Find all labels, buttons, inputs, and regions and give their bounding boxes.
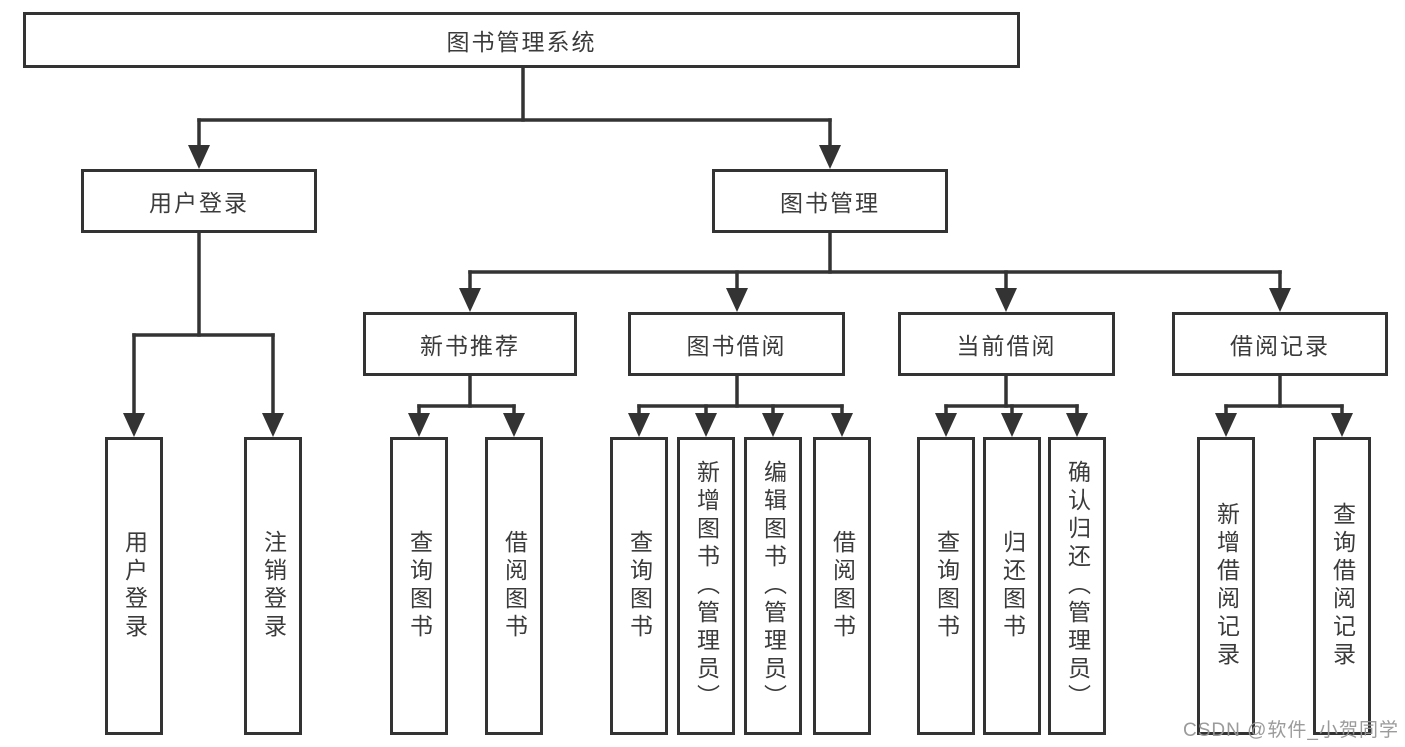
node-user-login: 用户登录	[81, 169, 317, 233]
node-borrow-records: 借阅记录	[1172, 312, 1388, 376]
leaf-return-books: 归还图书	[983, 437, 1041, 735]
leaf-confirm-return-admin: 确认归还（管理员）	[1048, 437, 1106, 735]
leaf-query-books-current-label: 查询图书	[933, 530, 960, 642]
csdn-watermark: CSDN @软件_小贺同学	[1183, 720, 1399, 741]
leaf-borrow-books-label: 借阅图书	[829, 530, 856, 642]
leaf-query-books-recommend-label: 查询图书	[406, 530, 433, 642]
leaf-borrow-books: 借阅图书	[813, 437, 871, 735]
leaf-add-borrow-record-label: 新增借阅记录	[1213, 502, 1240, 670]
node-book-borrowing: 图书借阅	[628, 312, 845, 376]
leaf-query-books-borrowing: 查询图书	[610, 437, 668, 735]
leaf-borrow-books-recommend: 借阅图书	[485, 437, 543, 735]
leaf-edit-books-admin-label: 编辑图书（管理员）	[760, 460, 787, 712]
leaf-confirm-return-admin-label: 确认归还（管理员）	[1064, 460, 1091, 712]
leaf-add-borrow-record: 新增借阅记录	[1197, 437, 1255, 735]
leaf-logout-label: 注销登录	[260, 530, 287, 642]
node-library-system: 图书管理系统	[23, 12, 1020, 68]
node-current-borrowing: 当前借阅	[898, 312, 1115, 376]
leaf-query-borrow-record: 查询借阅记录	[1313, 437, 1371, 735]
leaf-add-books-admin-label: 新增图书（管理员）	[693, 460, 720, 712]
leaf-query-books-current: 查询图书	[917, 437, 975, 735]
leaf-user-login: 用户登录	[105, 437, 163, 735]
leaf-edit-books-admin: 编辑图书（管理员）	[744, 437, 802, 735]
leaf-logout: 注销登录	[244, 437, 302, 735]
leaf-query-borrow-record-label: 查询借阅记录	[1329, 502, 1356, 670]
leaf-query-books-recommend: 查询图书	[390, 437, 448, 735]
node-book-management: 图书管理	[712, 169, 948, 233]
node-new-book-recommend: 新书推荐	[363, 312, 577, 376]
leaf-query-books-borrowing-label: 查询图书	[626, 530, 653, 642]
leaf-borrow-books-recommend-label: 借阅图书	[501, 530, 528, 642]
leaf-add-books-admin: 新增图书（管理员）	[677, 437, 735, 735]
leaf-user-login-label: 用户登录	[121, 530, 148, 642]
leaf-return-books-label: 归还图书	[999, 530, 1026, 642]
